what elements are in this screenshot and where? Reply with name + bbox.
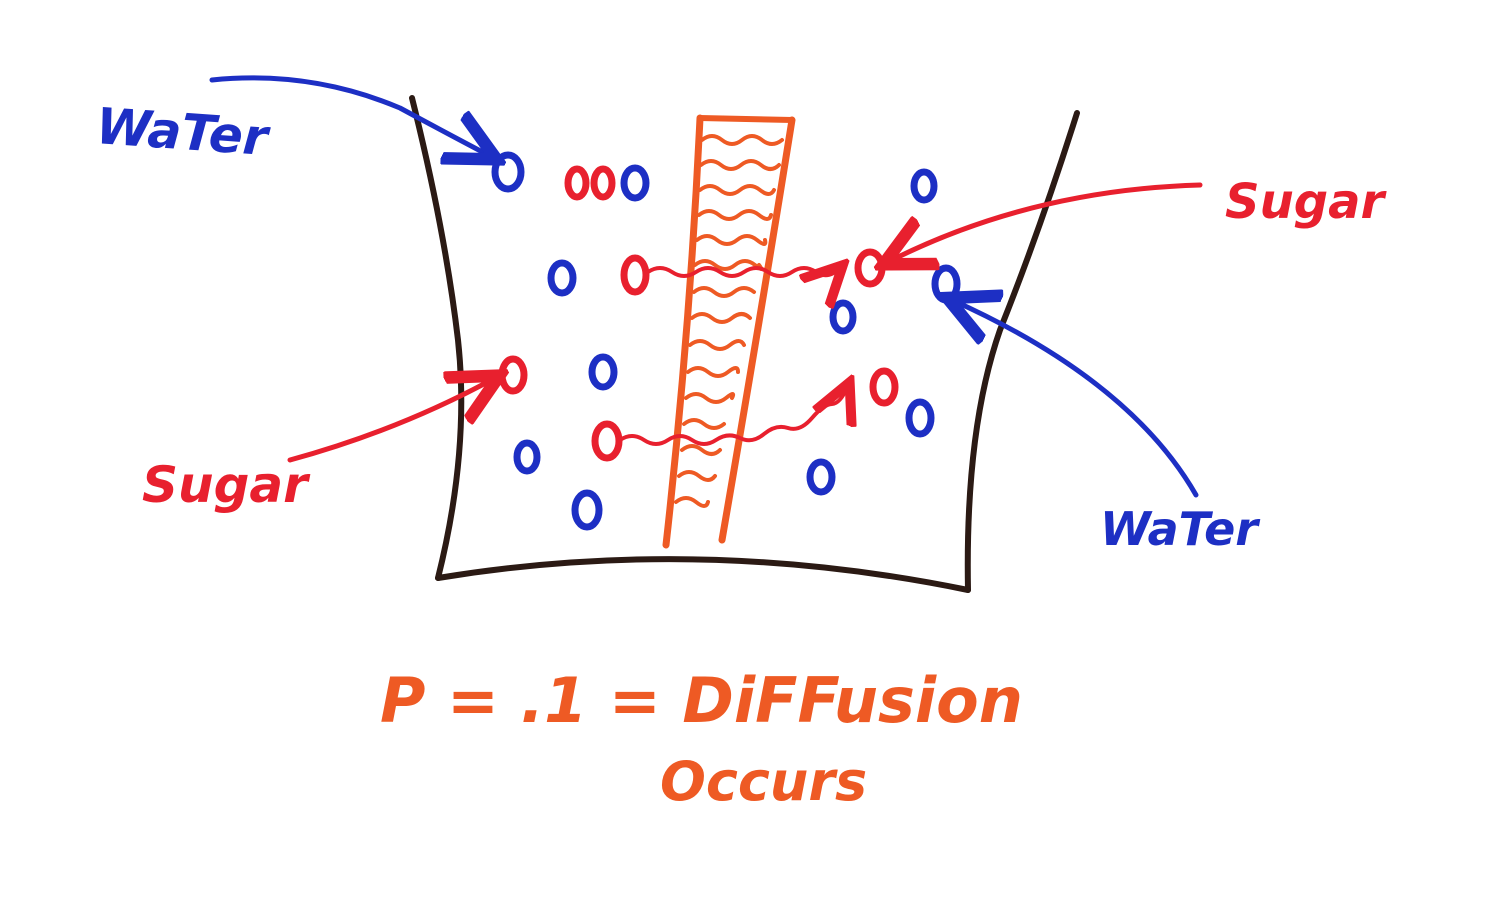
diffusion-arrow-upper [646,268,840,276]
water-molecule-icon [806,458,836,496]
caption-line-1: P = .1 = DiFFusion [380,664,1023,737]
container-left-wall [409,95,465,581]
diffusion-arrow-lower [618,386,848,446]
water-molecule-icon [620,164,650,202]
membrane-pore-icon [700,134,784,146]
water-molecules [491,151,961,531]
membrane-pore-icon [699,159,781,171]
water-molecule-icon [931,264,961,304]
membrane-pore-icon [686,366,740,378]
membrane-right-edge [718,116,796,544]
membrane-pore-icon [688,339,746,351]
water-molecule-icon [491,151,525,193]
membrane-left-edge [662,114,704,549]
membrane-pore-icon [697,209,773,221]
container-right-wall [964,110,1080,593]
membrane [662,114,796,549]
sugar-molecule-icon [854,248,886,288]
caption-line-2: Occurs [660,750,867,813]
label-water-top-left: WaTer [94,97,273,167]
pointer-water-bottom-right [952,300,1199,498]
membrane-top-edge [697,115,795,123]
water-molecule-icon [910,168,938,204]
label-pointers [209,75,1203,498]
membrane-pore-icon [677,470,717,482]
label-water-bottom-right: WaTer [1100,502,1261,556]
membrane-pore-icon [698,184,776,196]
water-molecule-icon [571,489,603,531]
membrane-pores [674,134,784,508]
membrane-pore-icon [680,444,722,456]
sugar-molecule-icon [869,367,899,407]
water-molecule-icon [588,353,618,391]
label-sugar-top-right: Sugar [1225,174,1387,230]
label-sugar-bottom-left: Sugar [142,456,311,514]
membrane-pore-icon [674,496,710,508]
pointer-sugar-top-right [888,182,1203,262]
sugar-molecule-icon [498,355,528,395]
sugar-molecule-icon [590,165,616,201]
water-molecule-icon [829,299,857,335]
membrane-pore-icon [684,392,736,404]
membrane-pore-icon [695,234,768,246]
sugar-molecule-icon [620,254,650,296]
sugar-molecule-icon [591,420,623,462]
water-molecule-icon [513,439,541,475]
diffusion-arrows [618,268,848,446]
membrane-pore-icon [690,312,752,324]
pointer-water-top-left [209,75,492,157]
membrane-pore-icon [682,418,726,430]
membrane-pore-icon [692,286,756,298]
sugar-molecule-icon [564,165,590,201]
water-molecule-icon [547,259,577,297]
water-molecule-icon [905,398,935,438]
pointer-sugar-bottom-left [287,378,495,463]
container-bottom [435,556,971,593]
